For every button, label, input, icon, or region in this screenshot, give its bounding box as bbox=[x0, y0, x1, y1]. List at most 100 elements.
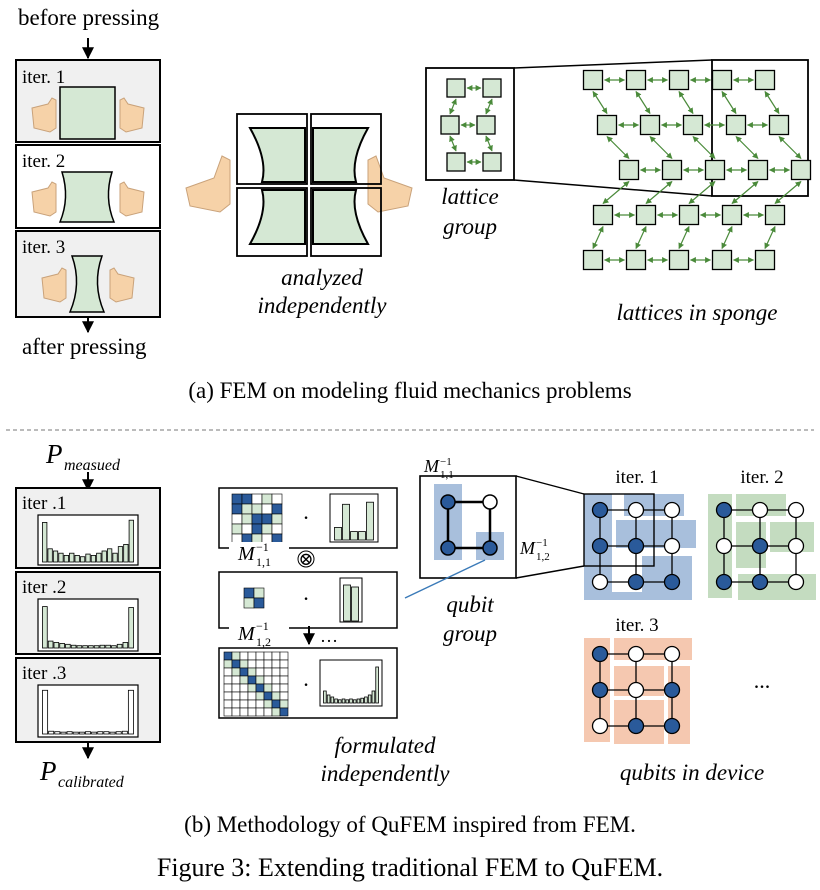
sponge-shape-2 bbox=[58, 171, 116, 223]
matrix-cell bbox=[247, 683, 257, 693]
m11-label-bg bbox=[229, 542, 289, 566]
m11-label-base: M bbox=[237, 543, 256, 565]
histogram-bar bbox=[42, 689, 49, 735]
matrix-cell bbox=[279, 675, 289, 685]
matrix-cell bbox=[279, 707, 289, 717]
matrix-cell bbox=[239, 691, 249, 701]
iter-label-a2: iter. 2 bbox=[22, 151, 65, 172]
sponge-shape-3 bbox=[68, 255, 106, 313]
qubit-one bbox=[751, 573, 769, 591]
histogram-bar bbox=[323, 690, 327, 704]
matrix-cell bbox=[279, 659, 289, 669]
lattice-link bbox=[778, 136, 802, 159]
lattice-cell bbox=[476, 115, 496, 135]
histogram-bar bbox=[127, 689, 134, 735]
histogram-bar bbox=[60, 731, 67, 735]
matrix-cell bbox=[279, 667, 289, 677]
part-a: before pressing iter. 1 iter. 2 iter. 3 bbox=[15, 5, 812, 403]
lattice-cell bbox=[446, 152, 466, 172]
qubit-one bbox=[663, 573, 681, 591]
device-iter-3 bbox=[584, 638, 692, 744]
histogram-bar bbox=[85, 731, 91, 735]
histogram-bar bbox=[103, 731, 110, 735]
qubit-one bbox=[627, 537, 645, 555]
m11-label-sub: 1,1 bbox=[256, 555, 271, 569]
lattice-link bbox=[731, 181, 759, 204]
lattice-link bbox=[645, 181, 673, 204]
histogram-bar bbox=[42, 522, 48, 563]
lattice-cell bbox=[482, 78, 502, 98]
sponge-piece bbox=[312, 127, 370, 183]
histogram-bar bbox=[123, 544, 129, 563]
histogram-bar bbox=[122, 642, 129, 649]
lattice-link bbox=[485, 98, 493, 115]
qubit-zero bbox=[787, 501, 805, 519]
qubit-one bbox=[440, 494, 456, 510]
histogram-bar bbox=[358, 531, 366, 541]
qubit-one bbox=[715, 501, 733, 519]
qubit-zero bbox=[591, 717, 609, 735]
lattice-cell bbox=[661, 159, 683, 181]
qubit-group-region bbox=[738, 574, 816, 600]
histogram-bar bbox=[76, 645, 83, 649]
lattice-cell bbox=[625, 249, 647, 271]
histogram-bar bbox=[53, 642, 60, 649]
histogram-bar bbox=[326, 694, 331, 704]
matrix-cell bbox=[223, 707, 233, 717]
matrix-cell bbox=[247, 699, 257, 709]
lattice-link bbox=[606, 136, 630, 159]
qubit-group-region bbox=[616, 520, 696, 548]
lattice-group-cells bbox=[440, 78, 502, 172]
iter-label-b3: iter .3 bbox=[22, 663, 66, 684]
lattice-cell bbox=[446, 78, 466, 98]
device-label: qubits in device bbox=[620, 760, 764, 785]
probability-vector-2 bbox=[343, 584, 359, 622]
lattice-cell bbox=[582, 69, 604, 91]
matrix-cell bbox=[271, 683, 281, 693]
histogram-bar bbox=[59, 643, 65, 649]
lattice-link bbox=[721, 225, 733, 250]
lattice-link bbox=[764, 90, 780, 115]
qubit-zero bbox=[715, 537, 733, 555]
matrix-cell bbox=[241, 523, 253, 535]
lattice-cell bbox=[711, 69, 733, 91]
connector-line bbox=[404, 559, 486, 599]
qubit-zero bbox=[663, 645, 681, 663]
lattice-link bbox=[635, 90, 651, 115]
histogram-bar bbox=[48, 730, 55, 735]
matrix-cell bbox=[271, 691, 281, 701]
matrix-cell bbox=[223, 667, 233, 677]
histogram-bar bbox=[343, 584, 351, 622]
matrix-cell bbox=[255, 659, 265, 669]
matrix-cell bbox=[239, 699, 249, 709]
matrix-cell bbox=[251, 523, 263, 535]
lattice-link bbox=[602, 181, 630, 204]
qubit-zero bbox=[627, 645, 645, 663]
matrix-cell bbox=[253, 597, 265, 609]
lattice-cell bbox=[668, 69, 690, 91]
matrix-cell bbox=[263, 675, 273, 685]
histogram-bar bbox=[367, 694, 372, 704]
lattice-cell bbox=[639, 114, 661, 136]
histogram-bar bbox=[352, 699, 357, 704]
histogram-bar bbox=[334, 698, 338, 704]
histogram-bar bbox=[117, 546, 124, 563]
matrix-cell bbox=[223, 683, 233, 693]
histogram-bar bbox=[47, 640, 54, 649]
sponge-piece bbox=[248, 127, 306, 183]
iter-label-b2: iter .2 bbox=[22, 577, 66, 598]
probability-vector-1 bbox=[334, 501, 374, 541]
iteration-column-a: iter. 1 iter. 2 iter. 3 bbox=[15, 59, 161, 318]
lattice-link bbox=[721, 90, 737, 115]
matrix-cell bbox=[231, 675, 241, 685]
histogram-bar bbox=[69, 552, 75, 563]
matrix-cell bbox=[253, 587, 265, 599]
histogram-bar bbox=[112, 552, 118, 563]
sponge-piece bbox=[248, 189, 306, 245]
histogram-3 bbox=[42, 689, 134, 735]
formulated-line2: independently bbox=[320, 761, 450, 786]
histogram-bar bbox=[105, 644, 111, 649]
qubit-one bbox=[591, 537, 609, 555]
histogram-bar bbox=[66, 731, 73, 735]
